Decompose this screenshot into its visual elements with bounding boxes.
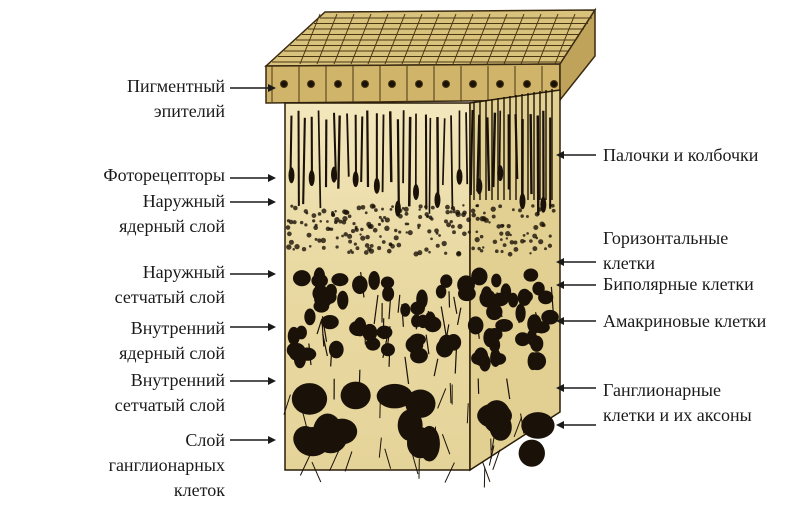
label-photoreceptors: Фоторецепторы [103, 163, 225, 188]
pigment-epithelium-slab [266, 10, 595, 103]
label-bipolar-cells: Биполярные клетки [603, 272, 754, 297]
label-amacrine-cells: Амакриновые клетки [603, 309, 766, 334]
label-rods-and-cones: Палочки и колбочки [603, 143, 758, 168]
